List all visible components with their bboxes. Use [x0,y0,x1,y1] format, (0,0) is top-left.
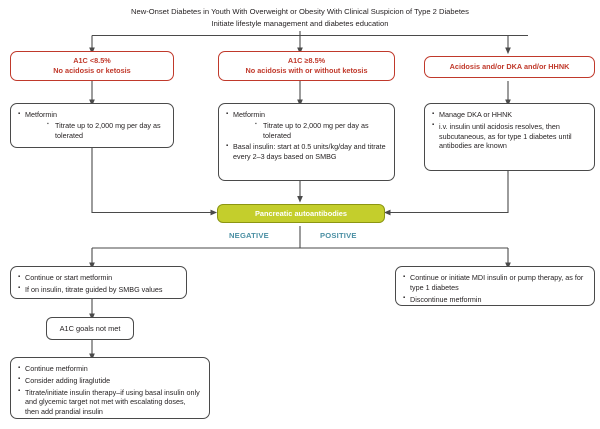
branch-label-negative: NEGATIVE [229,231,269,240]
list-item: Discontinue metformin [403,294,586,305]
criteria-middle-line-1: A1C ≥8.5% [287,56,326,66]
criteria-left-line-2: No acidosis or ketosis [53,66,131,75]
list-item: Continue or start metformin [18,273,178,283]
escalation-box[interactable]: Continue metformin Consider adding lirag… [10,357,210,419]
sub-list: Titrate up to 2,000 mg per day as tolera… [233,120,386,141]
list-item-text: Metformin [25,110,57,119]
list-item: Metformin Titrate up to 2,000 mg per day… [18,109,165,141]
criteria-right-line-1: Acidosis and/or DKA and/or HHNK [449,62,570,72]
list-item: Continue metformin [18,364,201,374]
outcome-negative-list: Continue or start metformin If on insuli… [18,273,178,295]
list-item: Titrate/initiate insulin therapy–if usin… [18,387,201,417]
chart-title-line-1: New-Onset Diabetes in Youth With Overwei… [131,7,469,16]
branch-label-positive: POSITIVE [320,231,357,240]
criteria-box-middle[interactable]: A1C ≥8.5% No acidosis with or without ke… [218,51,395,81]
list-item: Manage DKA or HHNK [432,110,586,120]
sub-list-item: Titrate up to 2,000 mg per day as tolera… [255,120,386,141]
criteria-box-left[interactable]: A1C <8.5% No acidosis or ketosis [10,51,174,81]
list-item: Metformin Titrate up to 2,000 mg per day… [226,109,386,141]
treatment-middle-list: Metformin Titrate up to 2,000 mg per day… [226,109,386,162]
treatment-box-left[interactable]: Metformin Titrate up to 2,000 mg per day… [10,103,174,148]
sub-list-item: Titrate up to 2,000 mg per day as tolera… [47,120,165,141]
treatment-right-list: Manage DKA or HHNK i.v. insulin until ac… [432,110,586,151]
a1c-goals-not-met-box[interactable]: A1C goals not met [46,317,134,340]
list-item: Basal insulin: start at 0.5 units/kg/day… [226,142,386,162]
outcome-box-negative[interactable]: Continue or start metformin If on insuli… [10,266,187,299]
list-item: If on insulin, titrate guided by SMBG va… [18,284,178,295]
escalation-list: Continue metformin Consider adding lirag… [18,364,201,417]
list-item-text: Metformin [233,110,265,119]
a1c-goals-not-met-label: A1C goals not met [59,324,121,333]
sub-list: Titrate up to 2,000 mg per day as tolera… [25,120,165,141]
list-item: Continue or initiate MDI insulin or pump… [403,273,586,293]
treatment-left-list: Metformin Titrate up to 2,000 mg per day… [18,109,165,141]
criteria-box-right[interactable]: Acidosis and/or DKA and/or HHNK [424,56,595,78]
treatment-box-right[interactable]: Manage DKA or HHNK i.v. insulin until ac… [424,103,595,171]
criteria-middle-line-2: No acidosis with or without ketosis [245,66,368,75]
treatment-box-middle[interactable]: Metformin Titrate up to 2,000 mg per day… [218,103,395,181]
pancreatic-autoantibodies-label: Pancreatic autoantibodies [255,209,347,218]
chart-title: New-Onset Diabetes in Youth With Overwei… [60,6,540,29]
outcome-box-positive[interactable]: Continue or initiate MDI insulin or pump… [395,266,595,306]
pancreatic-autoantibodies-box[interactable]: Pancreatic autoantibodies [217,204,385,223]
list-item: i.v. insulin until acidosis resolves, th… [432,121,586,151]
chart-title-line-2: Initiate lifestyle management and diabet… [211,18,389,28]
list-item: Consider adding liraglutide [18,375,201,386]
outcome-positive-list: Continue or initiate MDI insulin or pump… [403,273,586,304]
criteria-left-line-1: A1C <8.5% [73,56,111,66]
